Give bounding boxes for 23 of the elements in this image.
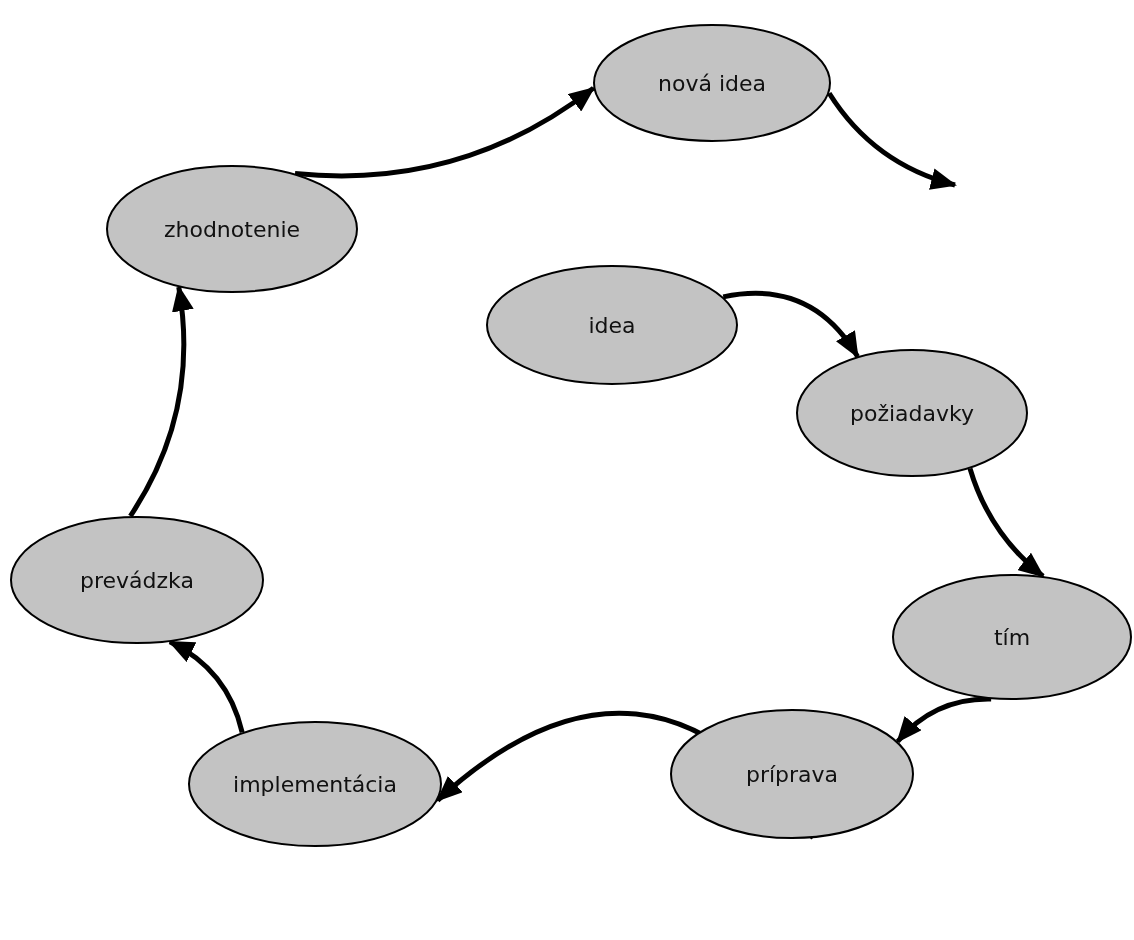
process-ellipse <box>106 165 358 293</box>
process-ellipse <box>593 24 831 142</box>
arrow <box>827 91 957 189</box>
node-label: idea <box>588 312 636 338</box>
process-ellipse <box>796 349 1028 477</box>
node-label: implementácia <box>233 771 397 797</box>
process-ellipse <box>486 265 738 385</box>
node-label: požiadavky <box>850 400 974 426</box>
node-label: prevádzka <box>80 567 194 593</box>
arrow <box>128 285 194 518</box>
node-label: zhodnotenie <box>163 216 301 242</box>
arrow <box>967 467 1045 579</box>
arrow <box>168 639 245 734</box>
arrow <box>722 290 860 359</box>
arrow <box>294 86 596 179</box>
process-ellipse <box>10 516 264 644</box>
node-label: tím <box>993 624 1031 650</box>
process-ellipse <box>892 574 1132 700</box>
arrow <box>895 696 992 744</box>
process-ellipse <box>670 709 914 839</box>
node-label: príprava <box>745 761 839 787</box>
process-ellipse <box>188 721 442 847</box>
node-label: nová idea <box>658 70 766 96</box>
